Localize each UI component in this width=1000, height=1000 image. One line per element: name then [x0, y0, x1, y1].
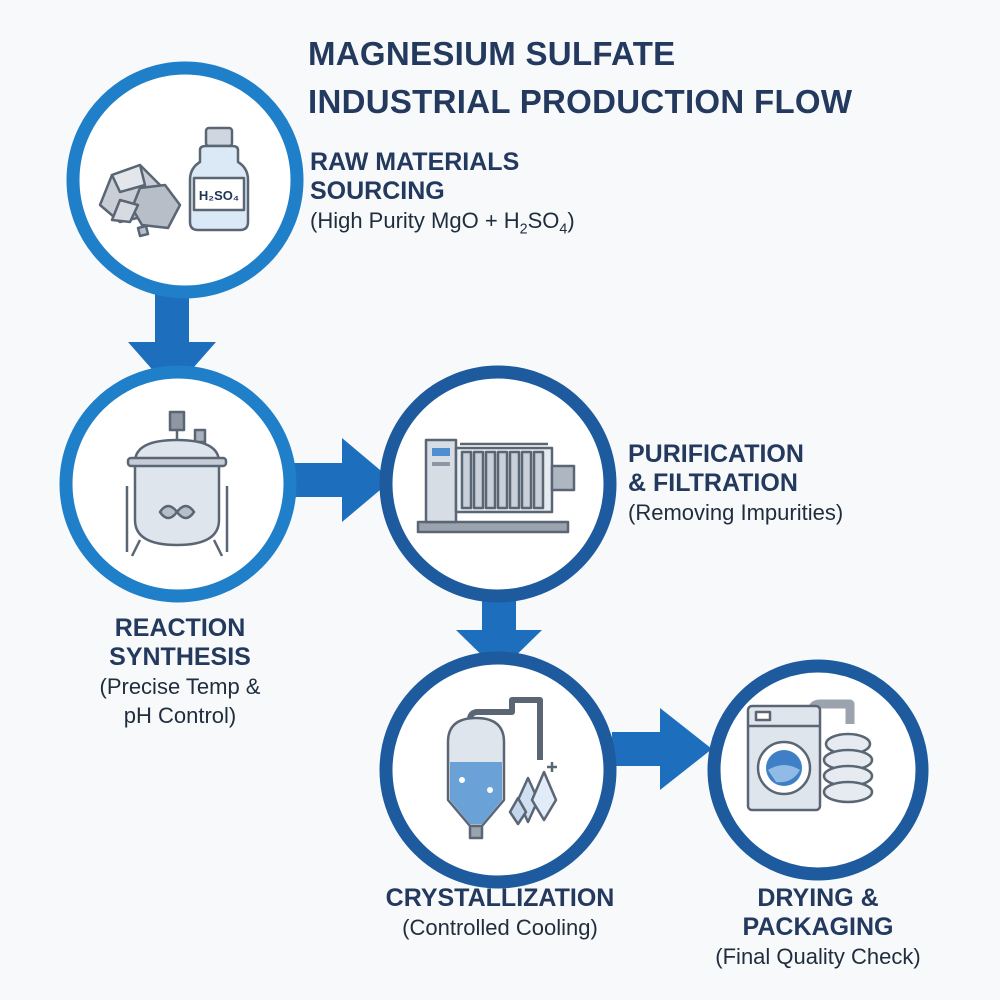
step-drying-title-1: DRYING & [757, 884, 879, 912]
step-purification-label: PURIFICATION & FILTRATION (Removing Impu… [628, 440, 843, 527]
step-circle-raw-materials [66, 61, 304, 299]
step-raw-materials-desc: (High Purity MgO + H2SO4) [310, 208, 575, 238]
step-reaction-desc-1: (Precise Temp & [99, 674, 261, 699]
step-crystallization-label: CRYSTALLIZATION (Controlled Cooling) [340, 884, 660, 942]
step-drying-desc: (Final Quality Check) [715, 944, 921, 969]
title-line-1: MAGNESIUM SULFATE [308, 35, 676, 72]
bottle-label: H₂SO₄ [199, 188, 239, 203]
step-raw-materials-title-1: RAW MATERIALS [310, 148, 520, 176]
crystallizer-icon [446, 697, 558, 840]
step-crystallization-desc: (Controlled Cooling) [402, 915, 598, 940]
step-crystallization-title: CRYSTALLIZATION [385, 884, 615, 912]
step-drying-title-2: PACKAGING [742, 913, 894, 941]
step-reaction-desc-2: pH Control) [123, 703, 237, 728]
title-line-2: INDUSTRIAL PRODUCTION FLOW [308, 83, 853, 120]
arrow-crystallization-to-drying [612, 708, 712, 790]
raw-materials-icon: H₂SO₄ [98, 126, 250, 238]
step-reaction-label: REACTION SYNTHESIS (Precise Temp & pH Co… [60, 614, 300, 730]
step-raw-materials-label: RAW MATERIALS SOURCING (High Purity MgO … [310, 148, 575, 238]
step-drying-label: DRYING & PACKAGING (Final Quality Check) [690, 884, 946, 971]
step-reaction-title-2: SYNTHESIS [109, 643, 251, 671]
dryer-packaging-icon [746, 699, 874, 812]
step-purification-title-1: PURIFICATION [628, 440, 804, 468]
step-purification-title-2: & FILTRATION [628, 469, 798, 497]
step-raw-materials-title-2: SOURCING [310, 177, 445, 205]
step-reaction-title-1: REACTION [114, 614, 246, 642]
diagram-title: MAGNESIUM SULFATE INDUSTRIAL PRODUCTION … [308, 30, 908, 126]
flow-arrows [128, 285, 712, 790]
reactor-vessel-icon [125, 410, 229, 557]
arrow-reaction-to-purification [290, 438, 392, 522]
filter-press-icon [416, 438, 576, 534]
step-purification-desc: (Removing Impurities) [628, 500, 844, 525]
